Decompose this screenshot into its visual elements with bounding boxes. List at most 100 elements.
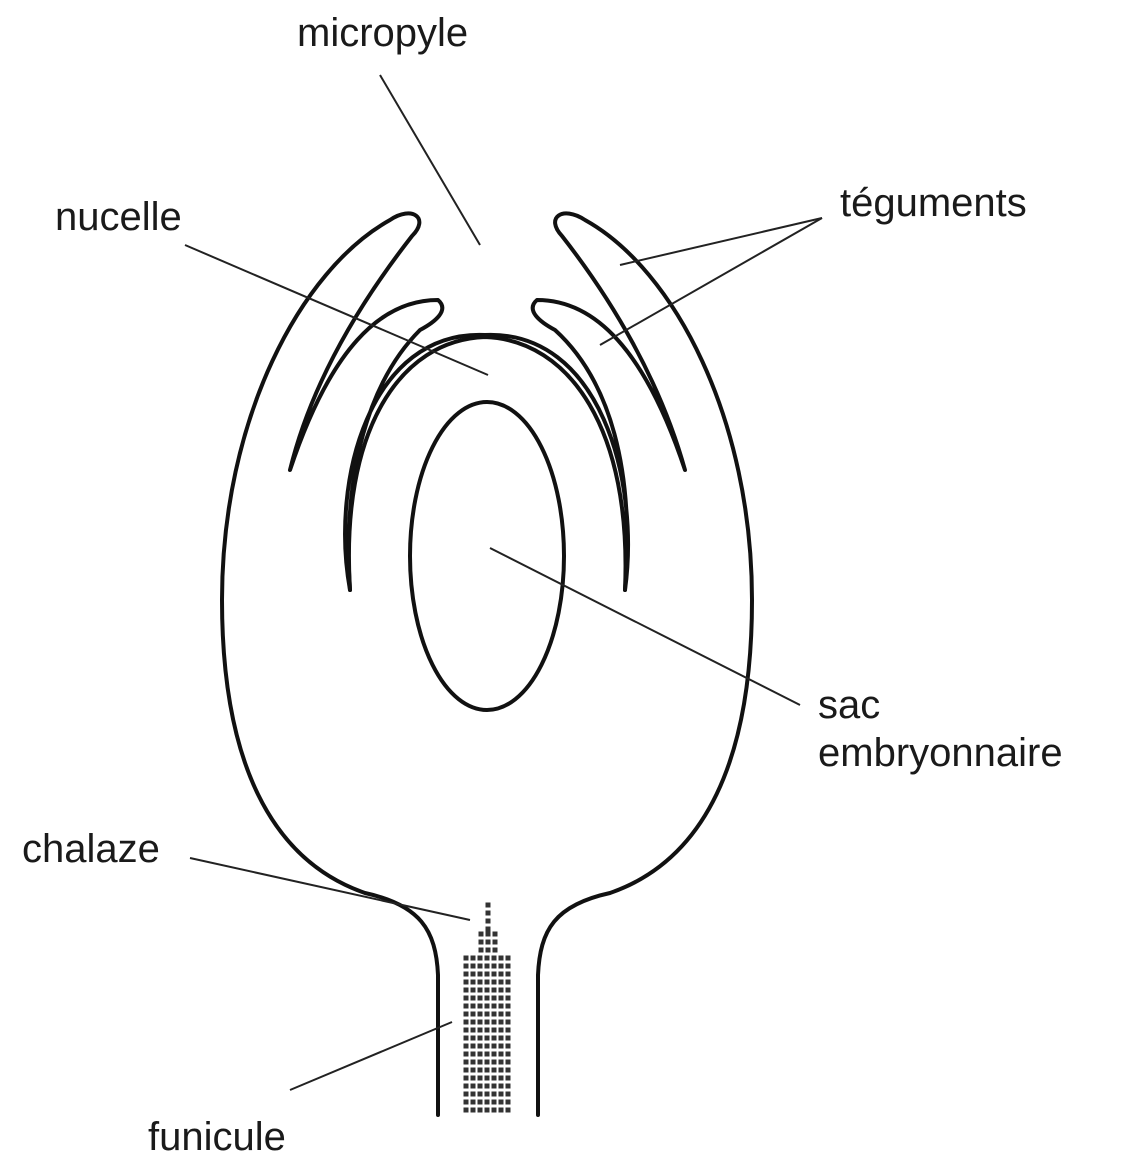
vascular-dot	[478, 1036, 483, 1041]
vascular-dot	[464, 1004, 469, 1009]
vascular-dot	[499, 1052, 504, 1057]
funicule-leader	[290, 1022, 452, 1090]
vascular-dot	[492, 1004, 497, 1009]
vascular-dot	[464, 1052, 469, 1057]
vascular-dot	[499, 1076, 504, 1081]
vascular-dot	[478, 964, 483, 969]
vascular-dot	[486, 927, 491, 932]
vascular-dot	[485, 1092, 490, 1097]
embryo-sac	[410, 402, 564, 710]
vascular-dot	[485, 964, 490, 969]
nucelle-label: nucelle	[55, 195, 182, 239]
vascular-dot	[464, 1036, 469, 1041]
vascular-dot	[479, 948, 484, 953]
vascular-dot	[499, 1004, 504, 1009]
vascular-dot	[492, 1044, 497, 1049]
vascular-dot	[486, 903, 491, 908]
vascular-dot	[492, 1028, 497, 1033]
vascular-dot	[478, 1028, 483, 1033]
vascular-dot	[485, 996, 490, 1001]
vascular-dot	[478, 1060, 483, 1065]
vascular-dot	[485, 972, 490, 977]
vascular-dot	[464, 1028, 469, 1033]
vascular-dot	[478, 972, 483, 977]
vascular-dot	[506, 1100, 511, 1105]
vascular-dot	[464, 1084, 469, 1089]
vascular-dot	[499, 1028, 504, 1033]
vascular-dot	[485, 1044, 490, 1049]
vascular-strand	[464, 903, 511, 1113]
vascular-dot	[499, 980, 504, 985]
vascular-dot	[464, 1108, 469, 1113]
vascular-dot	[492, 1020, 497, 1025]
vascular-dot	[471, 1092, 476, 1097]
vascular-dot	[464, 1076, 469, 1081]
vascular-dot	[493, 940, 498, 945]
vascular-dot	[499, 1100, 504, 1105]
vascular-dot	[506, 988, 511, 993]
vascular-dot	[471, 1100, 476, 1105]
vascular-dot	[506, 1084, 511, 1089]
vascular-dot	[492, 1052, 497, 1057]
sac-label-line1: sac	[818, 683, 880, 727]
vascular-dot	[464, 1092, 469, 1097]
vascular-dot	[492, 972, 497, 977]
vascular-dot	[506, 972, 511, 977]
vascular-dot	[492, 1012, 497, 1017]
vascular-dot	[464, 996, 469, 1001]
vascular-dot	[499, 1108, 504, 1113]
vascular-dot	[492, 1068, 497, 1073]
vascular-dot	[471, 1036, 476, 1041]
vascular-dot	[485, 956, 490, 961]
vascular-dot	[506, 956, 511, 961]
vascular-dot	[471, 964, 476, 969]
vascular-dot	[464, 956, 469, 961]
vascular-dot	[506, 980, 511, 985]
vascular-dot	[486, 932, 491, 937]
vascular-dot	[493, 948, 498, 953]
vascular-dot	[506, 1108, 511, 1113]
vascular-dot	[499, 964, 504, 969]
vascular-dot	[478, 1108, 483, 1113]
vascular-dot	[464, 1060, 469, 1065]
vascular-dot	[478, 1012, 483, 1017]
micropyle-leader	[380, 75, 480, 245]
vascular-dot	[464, 988, 469, 993]
vascular-dot	[478, 1020, 483, 1025]
vascular-dot	[485, 1068, 490, 1073]
vascular-dot	[485, 1036, 490, 1041]
vascular-dot	[471, 1068, 476, 1073]
vascular-dot	[471, 1044, 476, 1049]
vascular-dot	[471, 980, 476, 985]
vascular-dot	[506, 1060, 511, 1065]
vascular-dot	[471, 1108, 476, 1113]
vascular-dot	[499, 1020, 504, 1025]
vascular-dot	[493, 932, 498, 937]
vascular-dot	[506, 1092, 511, 1097]
vascular-dot	[471, 988, 476, 993]
vascular-dot	[499, 1012, 504, 1017]
vascular-dot	[478, 996, 483, 1001]
vascular-dot	[485, 1020, 490, 1025]
vascular-dot	[464, 1100, 469, 1105]
vascular-dot	[485, 1012, 490, 1017]
vascular-dot	[492, 980, 497, 985]
teguments-label: téguments	[840, 181, 1027, 225]
vascular-dot	[499, 1036, 504, 1041]
vascular-dot	[464, 1044, 469, 1049]
vascular-dot	[506, 964, 511, 969]
vascular-dot	[499, 972, 504, 977]
vascular-dot	[506, 1028, 511, 1033]
vascular-dot	[471, 956, 476, 961]
vascular-dot	[471, 1012, 476, 1017]
vascular-dot	[471, 996, 476, 1001]
vascular-dot	[506, 1004, 511, 1009]
vascular-dot	[478, 988, 483, 993]
vascular-dot	[478, 1076, 483, 1081]
vascular-dot	[492, 1060, 497, 1065]
vascular-dot	[485, 1052, 490, 1057]
vascular-dot	[464, 1012, 469, 1017]
vascular-dot	[492, 1108, 497, 1113]
vascular-dot	[464, 1020, 469, 1025]
vascular-dot	[486, 919, 491, 924]
